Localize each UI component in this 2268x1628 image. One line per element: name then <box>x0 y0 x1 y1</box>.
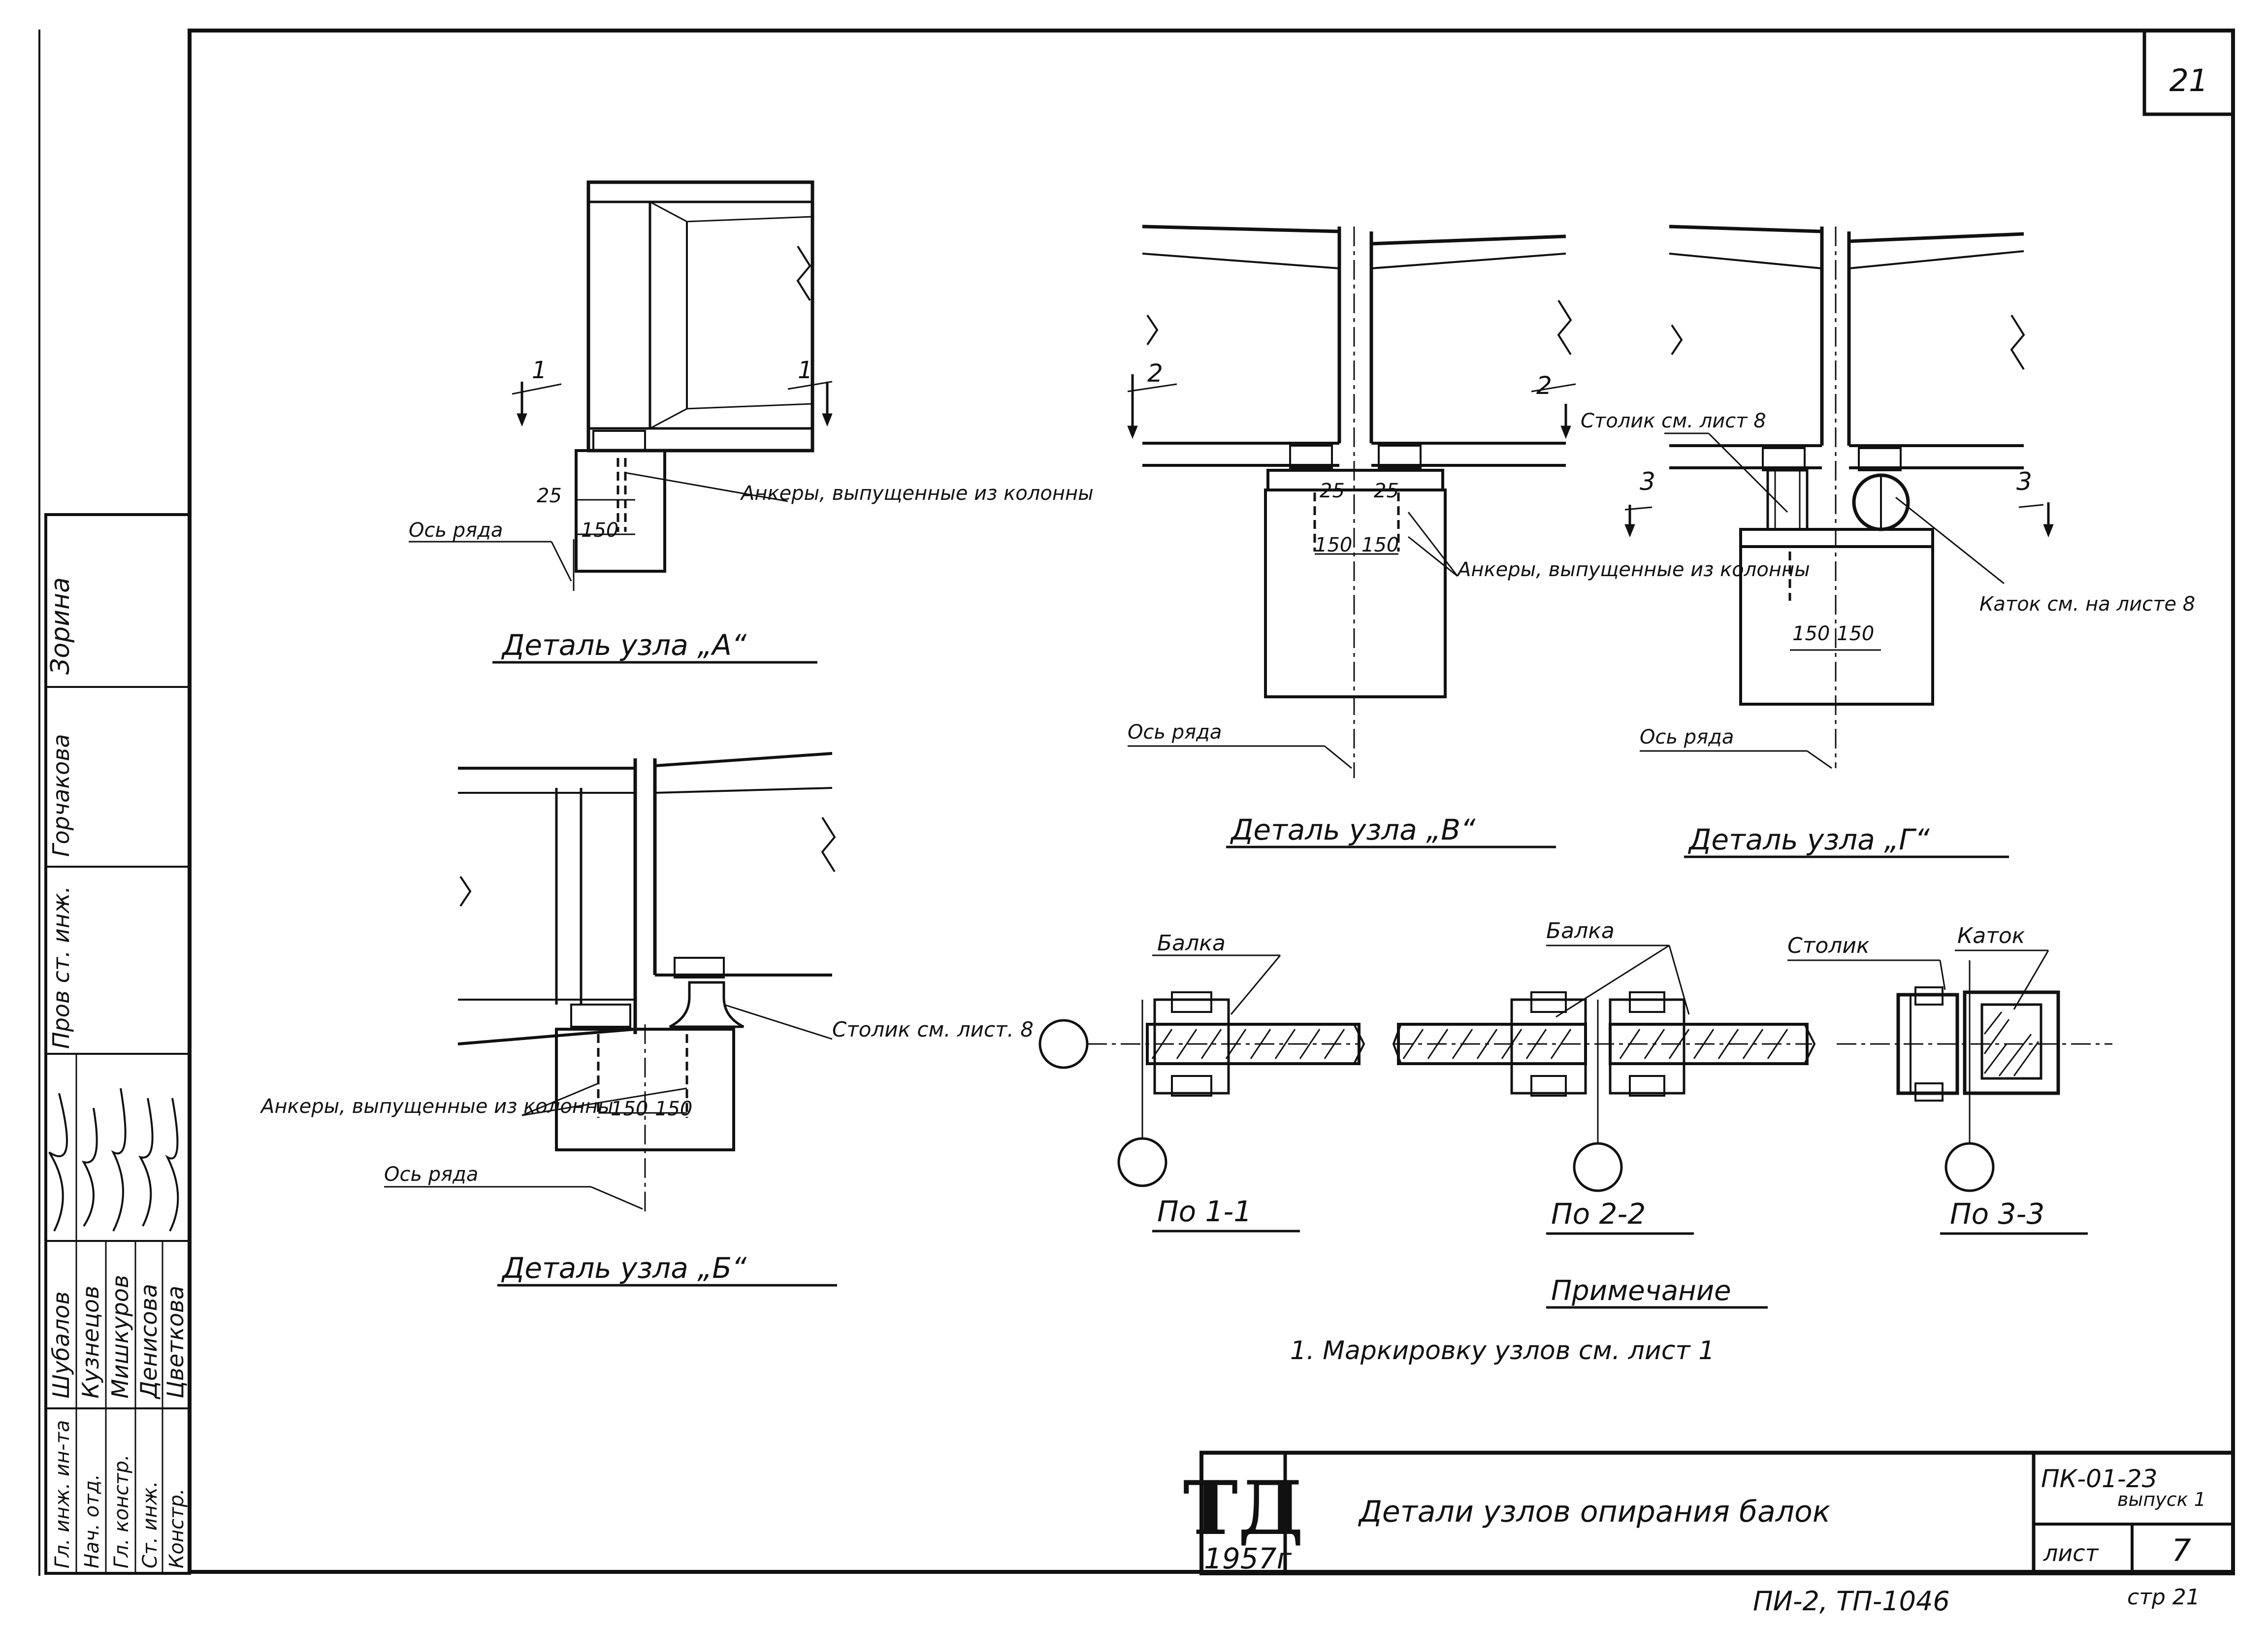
section-2-2 <box>1392 944 1816 1235</box>
signature-role: Гл. инж. ин-та <box>51 1420 74 1568</box>
detail-b-table-label: Столик см. лист. 8 <box>832 1017 1034 1042</box>
title-block-code: ПК-01-23 <box>2041 1465 2157 1493</box>
signature-row-2: Гл. констр. Мишкуров <box>107 1275 133 1568</box>
detail-g-section-left: 3 <box>1640 467 1655 496</box>
checked-by-row: Пров ст. инж. Горчакова <box>48 734 74 1049</box>
detail-a-section-right: 1 <box>798 357 813 384</box>
checked-name: Горчакова <box>48 734 74 857</box>
detail-b-title: Деталь узла „Б“ <box>501 1251 747 1285</box>
detail-v-axis-label: Ось ряда <box>1128 721 1222 744</box>
title-block <box>1199 1451 2235 1575</box>
section-3-3-table-label: Столик <box>1787 933 1870 958</box>
sheet-frame: 21 <box>38 29 2235 1576</box>
signature-row-4: Констр. Цветкова <box>162 1286 189 1568</box>
detail-g-title: Деталь узла „Г“ <box>1687 823 1930 856</box>
signature-name: Шубалов <box>48 1291 74 1399</box>
note-text: 1. Маркировку узлов см. лист 1 <box>1290 1336 1715 1366</box>
detail-g-roller-label: Каток см. на листе 8 <box>1979 593 2195 616</box>
detail-a-anchors-label: Анкеры, выпущенные из колонны <box>740 482 1094 505</box>
detail-a-section-left: 1 <box>532 357 547 384</box>
detail-v <box>1127 225 1576 848</box>
detail-v-section-right: 2 <box>1536 371 1552 400</box>
section-1-1-title: По 1-1 <box>1157 1195 1252 1228</box>
checked-role: Пров ст. инж. <box>48 886 74 1049</box>
detail-v-dim-150-right: 150 <box>1361 534 1399 556</box>
section-3-3-roller-label: Каток <box>1957 923 2025 948</box>
detail-v-dim-25-left: 25 <box>1320 480 1345 502</box>
detail-g-dim-150-right: 150 <box>1837 622 1874 645</box>
detail-v-section-left: 2 <box>1147 359 1163 388</box>
signature-strip <box>44 513 191 1575</box>
detail-a <box>409 180 833 664</box>
detail-a-dim-150: 150 <box>581 519 618 542</box>
signature-role: Ст. инж. <box>139 1481 162 1568</box>
signature-name: Кузнецов <box>77 1286 104 1399</box>
section-3-3-title: По 3-3 <box>1950 1197 2044 1231</box>
bottom-codes: ПИ-2, ТП-1046 <box>1753 1586 1950 1617</box>
signature-row-0: Гл. инж. ин-та Шубалов <box>48 1291 74 1568</box>
note-block: Примечание 1. Маркировку узлов см. лист … <box>1290 1275 1768 1366</box>
detail-b <box>384 752 837 1287</box>
detail-v-anchors-label: Анкеры, выпущенные из колонны <box>1456 558 1810 581</box>
detail-v-dim-150-left: 150 <box>1315 534 1352 556</box>
detail-b-axis-label: Ось ряда <box>384 1163 478 1186</box>
detail-b-anchors-label: Анкеры, выпущенные из колонны <box>259 1095 614 1118</box>
detail-g-dim-150-left: 150 <box>1792 622 1830 645</box>
section-1-1 <box>1038 954 1365 1233</box>
detail-a-title: Деталь узла „А“ <box>501 628 747 662</box>
signature-role: Констр. <box>165 1489 188 1568</box>
title-block-title: Детали узлов опирания балок <box>1358 1495 1830 1529</box>
title-block-sheet-number: 7 <box>2171 1532 2191 1568</box>
signature-name: Цветкова <box>162 1286 189 1399</box>
signature-row-1: Нач. отд. Кузнецов <box>77 1286 104 1568</box>
detail-v-title: Деталь узла „В“ <box>1230 813 1476 847</box>
detail-g-table-label: Столик см. лист 8 <box>1581 410 1766 432</box>
section-1-1-beam-label: Балка <box>1157 931 1226 956</box>
section-2-2-beam-label: Балка <box>1546 918 1615 944</box>
note-heading: Примечание <box>1551 1275 1731 1307</box>
handwritten-signatures <box>48 1088 179 1232</box>
title-block-logo: ТД <box>1183 1465 1304 1552</box>
detail-b-dim-150-left: 150 <box>611 1098 648 1120</box>
detail-b-dim-150-right: 150 <box>655 1098 692 1120</box>
signature-role: Нач. отд. <box>81 1474 103 1568</box>
title-block-issue: выпуск 1 <box>2117 1489 2206 1510</box>
detail-g-section-right: 3 <box>2016 467 2032 496</box>
sheet-corner-number: 21 <box>2170 63 2208 98</box>
detail-v-dim-25-right: 25 <box>1374 480 1399 502</box>
signature-name: Мишкуров <box>107 1275 133 1399</box>
detail-a-axis-label: Ось ряда <box>409 519 503 542</box>
section-2-2-title: По 2-2 <box>1551 1197 1646 1231</box>
signature-row-3: Ст. инж. Денисова <box>135 1284 162 1568</box>
section-3-3 <box>1787 949 2112 1235</box>
detail-a-dim-25: 25 <box>537 485 562 507</box>
title-block-sheet-label: лист <box>2043 1540 2099 1566</box>
title-block-year: 1957г <box>1204 1542 1292 1575</box>
bottom-page: стр 21 <box>2127 1585 2200 1610</box>
extra-signature: Зорина <box>46 577 75 675</box>
detail-g-axis-label: Ось ряда <box>1640 726 1734 749</box>
signature-name: Денисова <box>135 1284 162 1400</box>
extra-signature-row: Зорина <box>46 577 75 675</box>
signature-role: Гл. констр. <box>110 1455 133 1568</box>
detail-g <box>1624 225 2054 858</box>
